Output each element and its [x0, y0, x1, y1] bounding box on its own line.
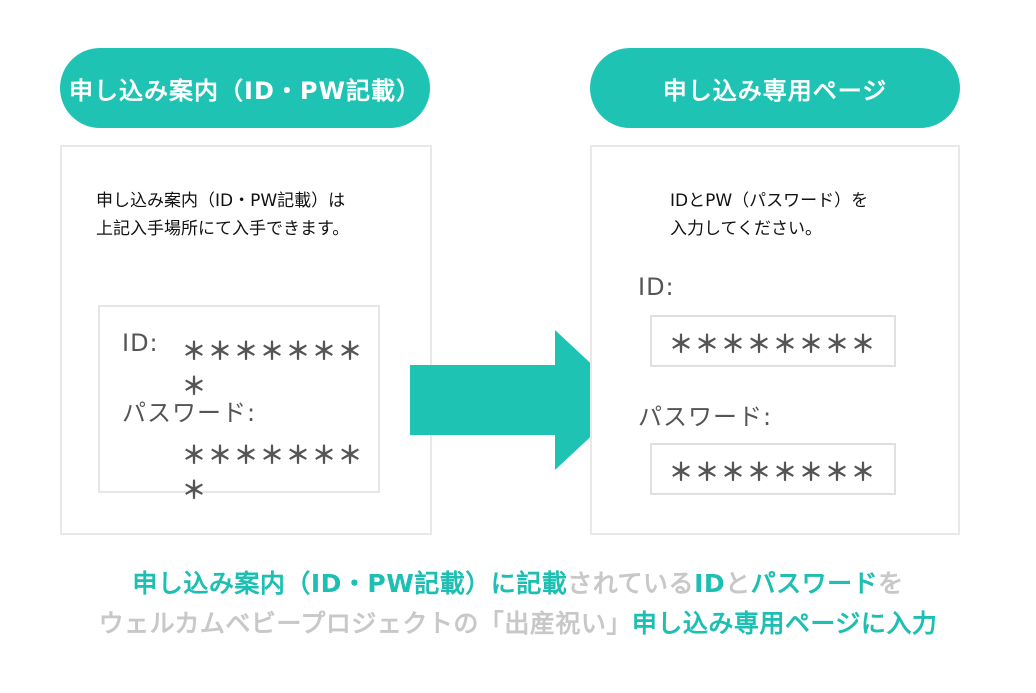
card-id-label: ID: — [122, 329, 159, 357]
password-field-label: パスワード: — [638, 403, 773, 431]
page-instruction-line2: 入力してください。 — [670, 219, 822, 239]
page-instruction: IDとPW（パスワード）を 入力してください。 — [670, 187, 950, 243]
right-arrow-icon — [410, 330, 630, 470]
page-instruction-line1: IDとPW（パスワード）を — [670, 191, 869, 211]
card-password-label: パスワード: — [122, 399, 257, 427]
guide-instruction-line1: 申し込み案内（ID・PW記載）は — [96, 191, 346, 211]
caption-line2-segment: ウェルカムベビープロジェクトの「出産祝い」 — [98, 609, 632, 638]
application-page-header: 申し込み専用ページ — [590, 48, 960, 128]
caption-line1-segment: されている — [567, 569, 695, 598]
guide-instruction: 申し込み案内（ID・PW記載）は 上記入手場所にて入手できます。 — [96, 187, 426, 243]
id-input[interactable]: ＊＊＊＊＊＊＊＊ — [650, 315, 896, 367]
id-field-label: ID: — [638, 273, 675, 301]
caption-line2-segment: 申し込み専用ページに入力 — [631, 609, 938, 638]
application-guide-header-text: 申し込み案内（ID・PW記載） — [69, 76, 421, 105]
password-input[interactable]: ＊＊＊＊＊＊＊＊ — [650, 443, 896, 495]
card-id-value: ＊＊＊＊＊＊＊＊ — [182, 337, 364, 400]
application-page-header-text: 申し込み専用ページ — [662, 76, 888, 105]
application-page-panel: IDとPW（パスワード）を 入力してください。 ID: ＊＊＊＊＊＊＊＊ パスワ… — [590, 145, 960, 535]
caption-line1-segment: 申し込み案内（ID・PW記載）に記載 — [132, 569, 568, 598]
caption-line1-segment: と — [725, 569, 751, 598]
credentials-card: ID: ＊＊＊＊＊＊＊＊ パスワード: ＊＊＊＊＊＊＊＊ — [98, 305, 380, 504]
application-guide-header: 申し込み案内（ID・PW記載） — [60, 48, 430, 128]
guide-instruction-line2: 上記入手場所にて入手できます。 — [96, 219, 350, 239]
caption-line1-segment: を — [878, 569, 904, 598]
caption-line1: 申し込み案内（ID・PW記載）に記載されているIDとパスワードを — [0, 564, 1036, 600]
caption-line1-segment: パスワード — [750, 569, 879, 598]
caption-line1-segment: ID — [694, 569, 726, 598]
card-password-value: ＊＊＊＊＊＊＊＊ — [182, 441, 364, 504]
caption-line2: ウェルカムベビープロジェクトの「出産祝い」申し込み専用ページに入力 — [0, 604, 1036, 640]
application-guide-panel: 申し込み案内（ID・PW記載）は 上記入手場所にて入手できます。 ID: ＊＊＊… — [60, 145, 432, 535]
